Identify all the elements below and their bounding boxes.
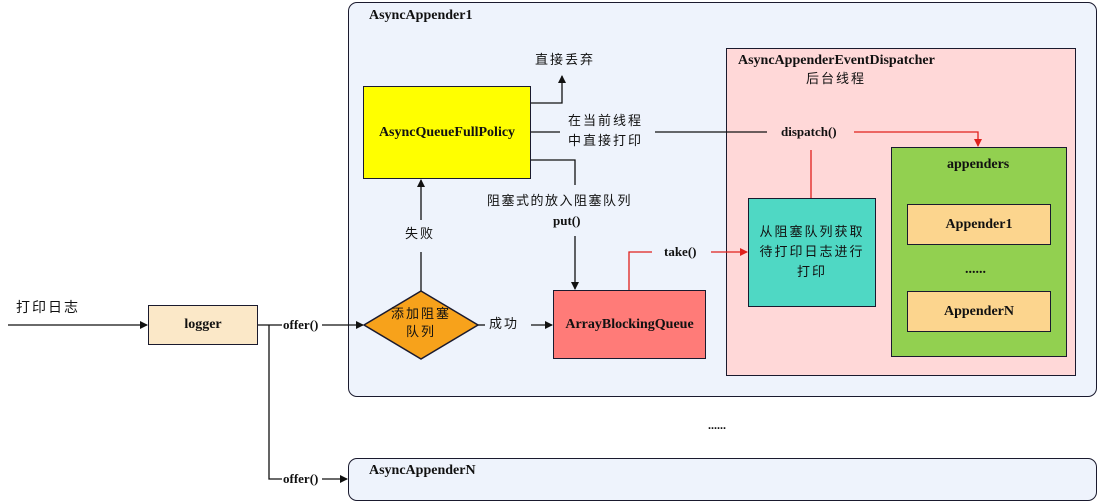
blocking-put-line (531, 159, 576, 185)
async-appender-n-container (348, 458, 1097, 501)
worker-line: 待打印日志进行 (759, 244, 865, 260)
appenders-ellipsis: ...... (965, 262, 986, 277)
worker-line: 打印 (796, 264, 827, 280)
print-line: 在当前线程 (568, 114, 644, 129)
branch-to-appender-n (268, 325, 282, 480)
appenders-title: appenders (947, 157, 1010, 172)
dispatch-to-appenders-arrow (854, 131, 982, 147)
dispatcher-title: AsyncAppenderEventDispatcher (738, 53, 935, 68)
worker-line: 从阻塞队列获取 (759, 224, 865, 240)
discard-arrow (531, 75, 566, 104)
success-label: 成功 (489, 317, 520, 332)
decision-line: 队列 (405, 325, 436, 340)
blocking-put-label: 阻塞式的放入阻塞队列 (487, 194, 633, 209)
input-label: 打印日志 (16, 300, 80, 316)
appender-item: Appender1 (907, 204, 1051, 245)
put-label: put() (553, 213, 581, 228)
array-blocking-queue-box: ArrayBlockingQueue (553, 290, 706, 359)
dispatcher-subtitle: 后台线程 (806, 72, 867, 87)
print-current-thread-label: 在当前线程 中直接打印 (568, 112, 643, 152)
async-appender-1-title: AsyncAppender1 (369, 8, 473, 23)
logger-box: logger (148, 305, 258, 345)
between-appenders-ellipsis: ...... (708, 418, 726, 432)
decision-text: 添加阻塞 队列 (381, 306, 461, 342)
add-queue-decision-diamond (362, 290, 480, 360)
print-line: 中直接打印 (568, 134, 644, 149)
offer-label: offer() (283, 317, 319, 332)
take-line (628, 251, 652, 290)
dispatcher-worker-box: 从阻塞队列获取 待打印日志进行 打印 (748, 198, 876, 307)
appender-item: AppenderN (907, 291, 1051, 332)
async-queue-full-policy-box: AsyncQueueFullPolicy (363, 86, 531, 179)
take-label: take() (664, 244, 697, 259)
fail-label: 失败 (405, 227, 436, 242)
offer-label: offer() (283, 471, 319, 486)
discard-label: 直接丢弃 (535, 53, 596, 68)
dispatch-label: dispatch() (781, 124, 837, 139)
async-appender-n-title: AsyncAppenderN (369, 463, 476, 478)
decision-line: 添加阻塞 (390, 307, 451, 322)
